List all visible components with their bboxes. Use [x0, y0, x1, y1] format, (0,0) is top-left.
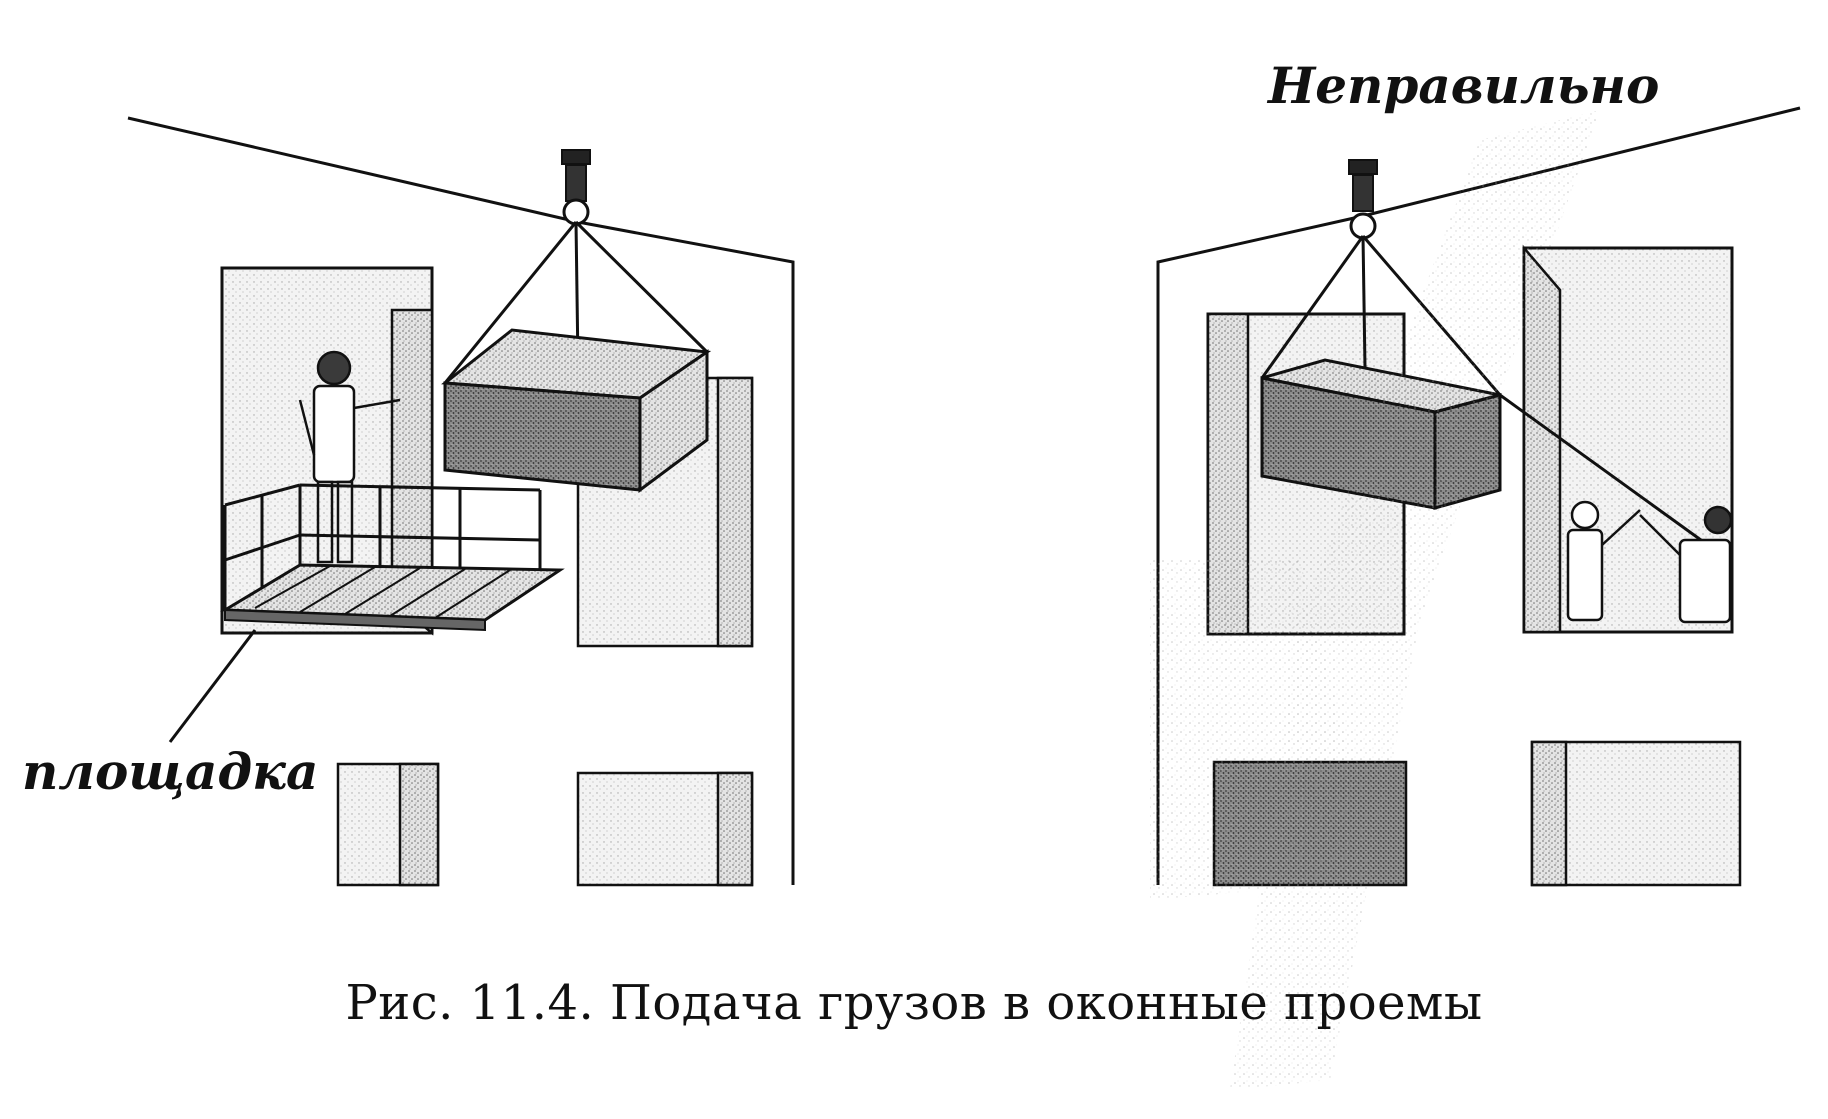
label-platform: площадка [22, 742, 319, 801]
figure-caption: Рис. 11.4. Подача грузов в оконные проем… [345, 975, 1483, 1031]
left-sling-c [574, 220, 709, 354]
left-window-lower-b-reveal [716, 771, 754, 887]
left-window-upper-reveal [390, 308, 434, 636]
left-crane-cable [127, 116, 579, 224]
left-window-lower-a-reveal [398, 762, 440, 887]
label-wrong: Неправильно [1268, 56, 1660, 115]
right-window-upper-right-reveal [1522, 244, 1562, 634]
left-worker [298, 350, 401, 564]
left-platform [219, 483, 565, 632]
scan-noise [1150, 110, 1600, 1090]
left-load-front [443, 381, 642, 492]
crane-hook-icon [561, 149, 591, 226]
right-window-lower-right-reveal [1530, 740, 1568, 887]
left-window-right-reveal [716, 376, 754, 648]
right-sling-b [1361, 235, 1367, 369]
right-guide-rope [1499, 393, 1713, 550]
right-sling-a [1260, 235, 1365, 379]
left-sling-a [443, 221, 578, 384]
left-building-outline [577, 220, 795, 885]
left-scene [127, 116, 795, 887]
platform-leader-line [168, 629, 257, 743]
right-workers [1566, 500, 1733, 624]
left-load-side [638, 349, 709, 493]
crane-hook-icon [1348, 159, 1378, 240]
